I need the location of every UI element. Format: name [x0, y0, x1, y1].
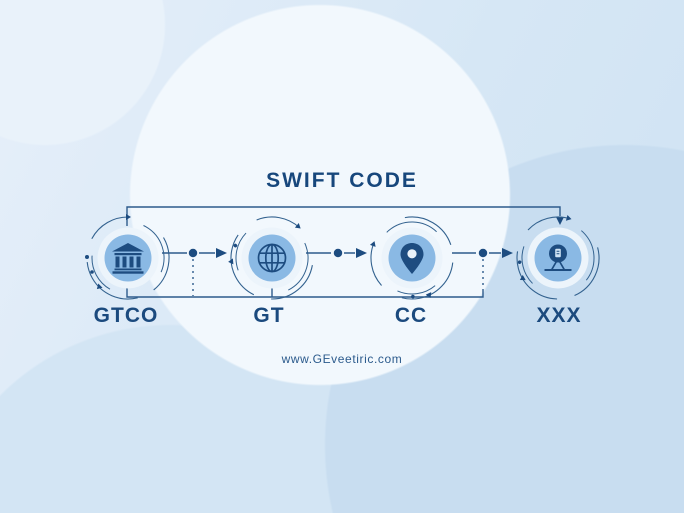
node-label-gt: GT: [253, 304, 285, 327]
globe-icon: [257, 243, 287, 273]
bank-icon: [112, 243, 144, 274]
connector-2-dot: [333, 248, 343, 258]
top-bracket-line: [126, 206, 561, 226]
location-pin-icon: [400, 243, 424, 274]
branch-signpost-icon: [544, 244, 572, 271]
node-bank-code: [80, 210, 176, 306]
node-branch-code: [510, 210, 606, 306]
connector-1-dot: [188, 248, 198, 258]
node-label-gtco: GTCO: [93, 304, 159, 327]
website-url: www.GEveetiric.com: [281, 352, 403, 366]
connector-3-dot: [478, 248, 488, 258]
node-label-cc: CC: [394, 304, 428, 327]
node-circle: [104, 234, 152, 282]
page-title: SWIFT CODE: [266, 169, 418, 192]
node-decor-arcs: [369, 216, 454, 300]
node-country-code: [364, 210, 460, 306]
node-label-xxx: XXX: [536, 304, 582, 327]
node-bank-code-2: [224, 210, 320, 306]
